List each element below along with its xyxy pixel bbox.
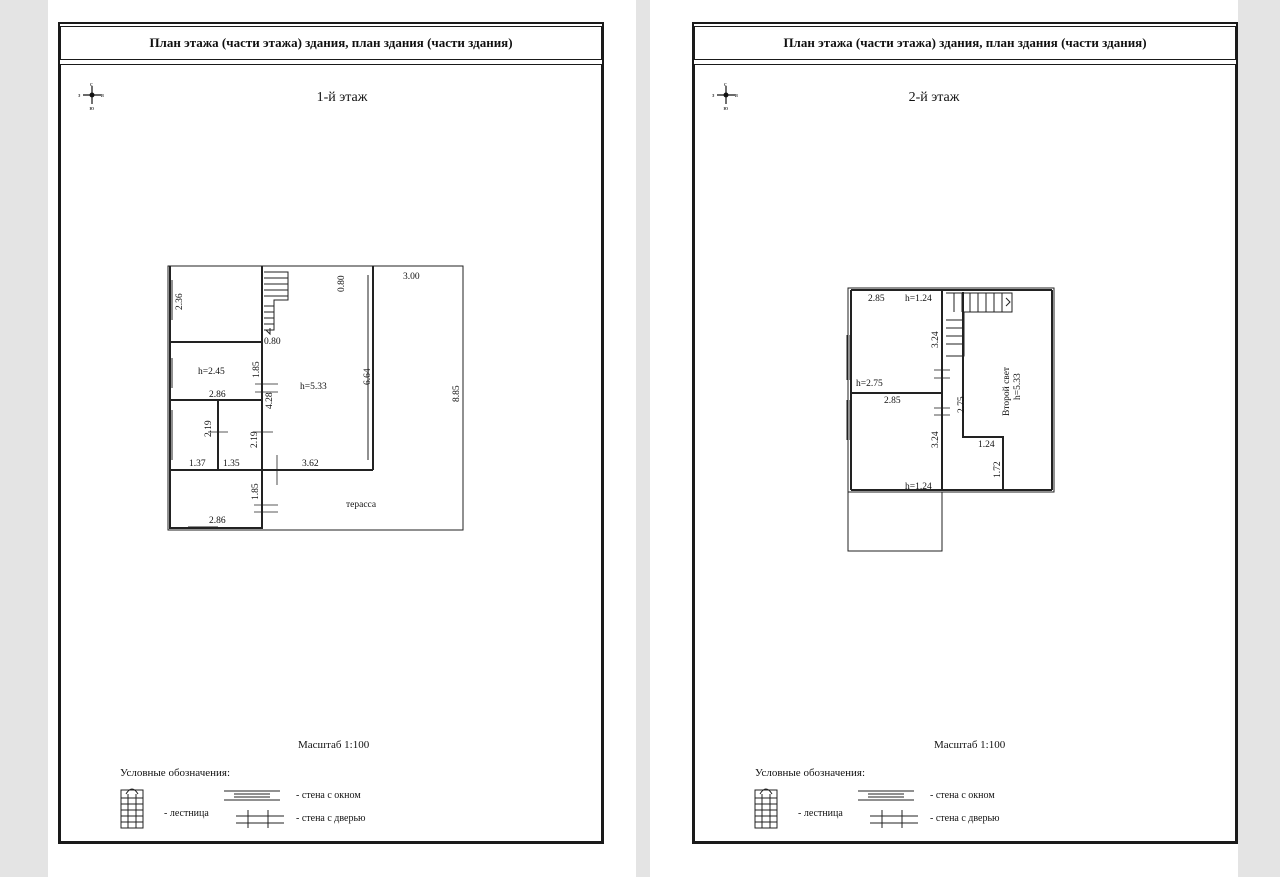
legend-stairs-label: - лестница <box>164 808 209 819</box>
legend-window-wall-icon <box>858 790 914 801</box>
dim-label: 1.35 <box>223 459 240 469</box>
dim-label: 8.85 <box>452 385 462 402</box>
legend-door-label: - стена с дверью <box>296 813 366 824</box>
room-label-second-light: Второй свет <box>1001 366 1012 416</box>
compass-west: з <box>78 93 81 99</box>
compass-south: ю <box>724 106 729 110</box>
dim-label: 2.19 <box>204 420 214 437</box>
legend-door-label: - стена с дверью <box>930 813 1000 824</box>
dim-label: 4.28 <box>265 392 275 409</box>
dim-label: 3.00 <box>403 272 420 282</box>
compass-east: в <box>101 93 104 99</box>
dim-label: 1.24 <box>978 440 995 450</box>
scale-label: Масштаб 1:100 <box>298 739 370 751</box>
dim-label: 1.37 <box>189 459 206 469</box>
height-label: h=2.75 <box>856 379 883 389</box>
page-gap <box>636 0 650 877</box>
compass-north: с <box>724 82 727 88</box>
page-frame <box>692 22 1238 844</box>
dim-label: 3.24 <box>931 431 941 448</box>
legend-window-wall-icon <box>224 790 280 801</box>
drawing-area <box>60 64 602 842</box>
compass-west: з <box>712 93 715 99</box>
building-outline <box>167 265 464 531</box>
legend-stairs-icon <box>120 789 144 829</box>
dim-label: 0.80 <box>337 275 347 292</box>
dim-label: 2.75 <box>957 396 967 413</box>
floor-plan-2: 2.85 h=1.24 3.24 Второй свет h=5.33 h=2.… <box>846 287 1055 552</box>
dim-label: 2.85 <box>884 396 901 406</box>
dim-label: 1.72 <box>993 461 1003 478</box>
compass-east: в <box>735 93 738 99</box>
page-header: План этажа (части этажа) здания, план зд… <box>694 26 1236 60</box>
page-frame <box>58 22 604 844</box>
legend-title: Условные обозначения: <box>755 767 866 779</box>
compass-icon: с ю з в <box>712 82 738 110</box>
compass-icon: с ю з в <box>78 82 104 110</box>
page-2: План этажа (части этажа) здания, план зд… <box>650 0 1238 877</box>
legend-stairs-icon <box>754 789 778 829</box>
dim-label: 2.19 <box>250 431 260 448</box>
dim-label: 3.24 <box>931 331 941 348</box>
dim-label: 6.64 <box>363 368 373 385</box>
floor-plan-1: 2.36 0.80 3.00 0.80 h=2.45 1.85 h=5.33 6… <box>167 265 464 531</box>
legend-symbols <box>754 788 918 829</box>
stairs-floor-1 <box>264 271 289 336</box>
dim-label: 2.85 <box>868 294 885 304</box>
dim-label: 0.80 <box>264 337 281 347</box>
drawing-area <box>694 64 1236 842</box>
page-header: План этажа (части этажа) здания, план зд… <box>60 26 602 60</box>
legend-window-label: - стена с окном <box>296 790 361 801</box>
building-outline <box>847 287 1055 493</box>
dim-label: 1.85 <box>252 361 262 378</box>
height-label: h=2.45 <box>198 367 225 377</box>
room-label-terrace: терасса <box>346 500 377 510</box>
lower-roof-outline <box>847 491 943 552</box>
scale-label: Масштаб 1:100 <box>934 739 1006 751</box>
height-label: h=5.33 <box>300 382 327 392</box>
legend-symbols <box>120 788 284 829</box>
floor-title: 1-й этаж <box>316 90 368 105</box>
legend-window-label: - стена с окном <box>930 790 995 801</box>
legend-door-wall-icon <box>870 810 918 828</box>
dim-label: 3.62 <box>302 459 319 469</box>
height-label: h=5.33 <box>1013 373 1023 400</box>
legend-stairs-label: - лестница <box>798 808 843 819</box>
dim-label: 2.86 <box>209 516 226 526</box>
dim-label: 2.36 <box>175 293 185 310</box>
compass-south: ю <box>90 106 95 110</box>
height-label: h=1.24 <box>905 482 932 492</box>
height-label: h=1.24 <box>905 294 932 304</box>
dim-label: 1.85 <box>251 483 261 500</box>
legend-title: Условные обозначения: <box>120 767 231 779</box>
legend-door-wall-icon <box>236 810 284 828</box>
page-1: План этажа (части этажа) здания, план зд… <box>48 0 636 877</box>
stairs-floor-2 <box>946 292 1013 357</box>
compass-north: с <box>90 82 93 88</box>
floor-title: 2-й этаж <box>908 90 960 105</box>
dim-label: 2.86 <box>209 390 226 400</box>
